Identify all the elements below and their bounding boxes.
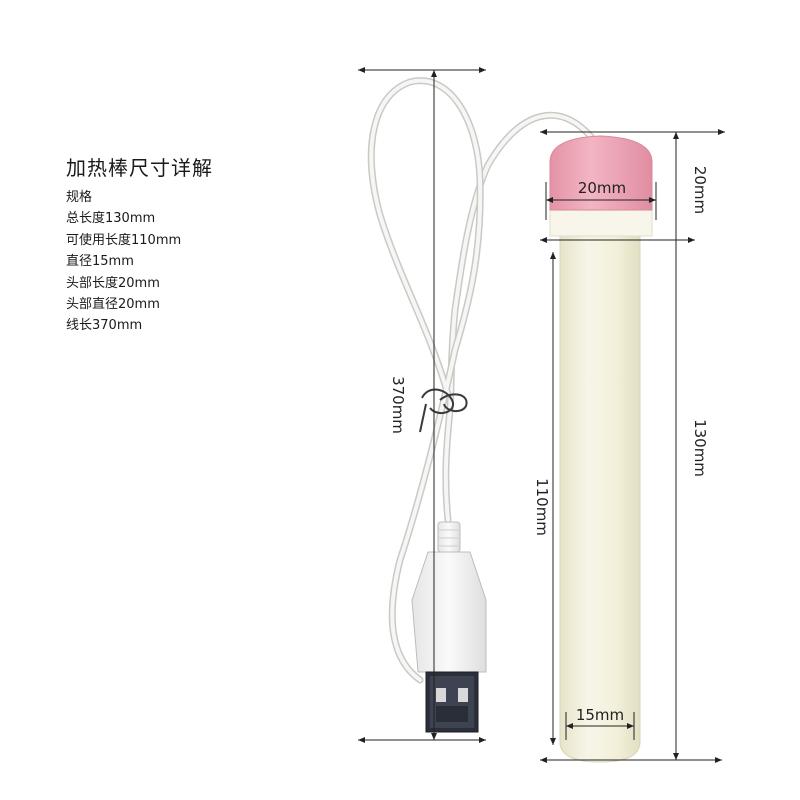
head-length-label: 20mm (691, 166, 709, 214)
spec-line-head-diameter: 头部直径20mm (66, 297, 160, 313)
total-length-label: 130mm (691, 419, 709, 477)
spec-line-usable-length: 可使用长度110mm (66, 232, 182, 248)
spec-title: 加热棒尺寸详解 (66, 156, 213, 180)
spec-line-total-length: 总长度130mm (66, 211, 156, 227)
head-diameter-label: 20mm (578, 179, 626, 197)
twist-tie (419, 388, 468, 433)
spec-line-heading: 规格 (66, 190, 93, 205)
dimension-lines (358, 67, 725, 763)
usable-length-label: 110mm (533, 478, 551, 536)
usb-plug (411, 521, 487, 733)
spec-line-diameter: 直径15mm (66, 254, 134, 270)
rod-head (549, 135, 653, 211)
spec-panel: 加热棒尺寸详解 规格 总长度130mm 可使用长度110mm 直径15mm 头部… (66, 152, 213, 337)
heating-rod (559, 231, 641, 763)
usb-cable (367, 77, 596, 684)
rod-diameter-label: 15mm (576, 706, 624, 724)
spec-line-head-length: 头部长度20mm (66, 275, 160, 291)
spec-line-cable-length: 线长370mm (66, 318, 143, 334)
cable-length-label: 370mm (389, 376, 407, 434)
